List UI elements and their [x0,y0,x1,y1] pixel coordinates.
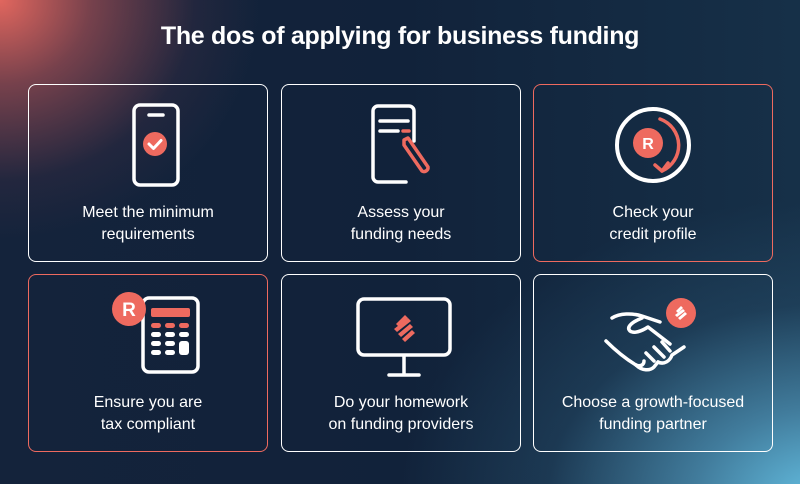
currency-letter: R [122,300,136,321]
page-title: The dos of applying for business funding [160,22,640,50]
card-label: Do your homework on funding providers [328,394,474,433]
card-growth-partner: Choose a growth-focused funding partner [533,274,773,452]
card-assess-needs: Assess your funding needs [281,84,521,262]
card-label: Ensure you are tax compliant [93,394,203,433]
brand-logo-icon [394,315,415,342]
currency-letter: R [642,136,654,153]
card-label: Assess your funding needs [350,204,452,243]
phone-check-icon [132,103,180,187]
card-label: Meet the minimum requirements [82,204,214,243]
brand-logo-icon [675,306,687,320]
document-pen-icon [371,104,430,184]
card-credit-profile: R Check your credit profile [533,84,773,262]
card-tax-compliant: R Ensure you are tax compliant [28,274,268,452]
handshake-icon [604,298,696,372]
credit-cycle-icon: R [615,107,691,183]
card-homework-providers: Do your homework on funding providers [281,274,521,452]
calculator-icon: R [112,292,200,374]
card-label: Choose a growth-focused funding partner [561,394,745,433]
monitor-logo-icon [356,297,452,377]
card-meet-requirements: Meet the minimum requirements [28,84,268,262]
card-label: Check your credit profile [609,204,697,243]
